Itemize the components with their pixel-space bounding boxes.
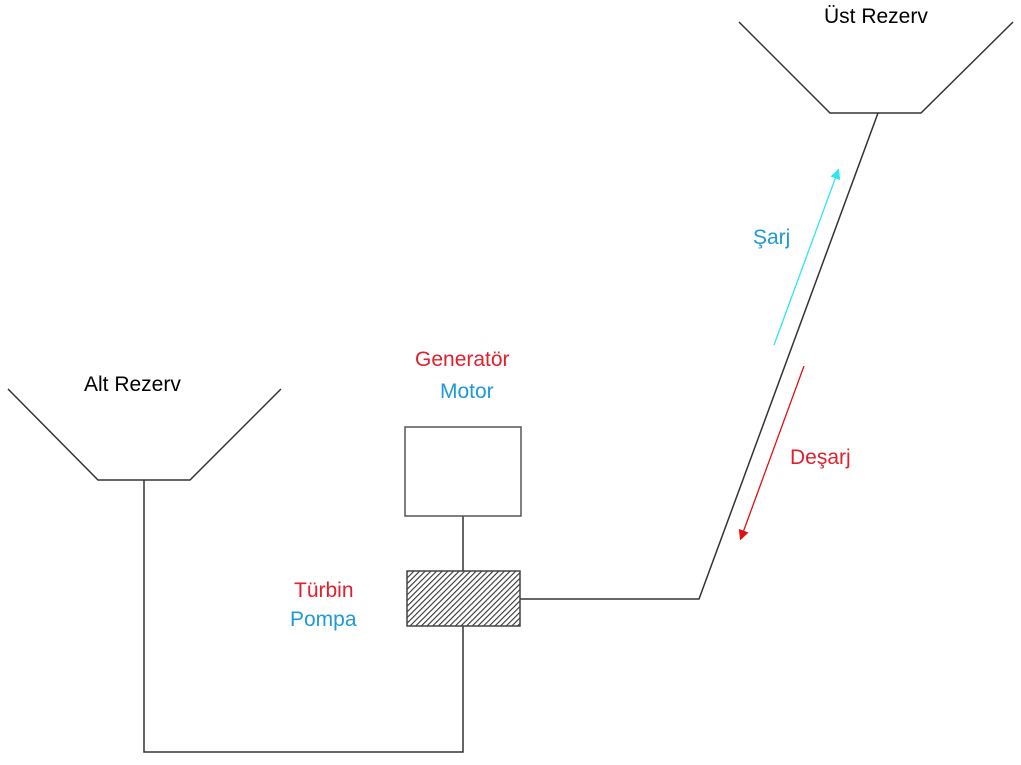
generator-motor-box: [404, 426, 522, 517]
lower-reservoir-shape: [7, 388, 282, 481]
charge-arrow: [773, 168, 841, 346]
discharge-label: Deşarj: [790, 446, 851, 469]
turbine-label: Türbin: [294, 579, 354, 602]
charge-label: Şarj: [753, 226, 791, 249]
generator-label: Generatör: [415, 348, 510, 371]
tailrace-pipe: [143, 480, 464, 753]
upper-reservoir-label: Üst Rezerv: [824, 5, 928, 28]
turbine-pump-box: [406, 570, 521, 627]
lower-reservoir-label: Alt Rezerv: [84, 373, 181, 396]
penstock-pipe: [520, 112, 879, 600]
upper-reservoir-shape: [738, 21, 1014, 114]
pump-label: Pompa: [290, 608, 357, 631]
motor-label: Motor: [440, 380, 494, 403]
discharge-arrow: [738, 365, 805, 541]
